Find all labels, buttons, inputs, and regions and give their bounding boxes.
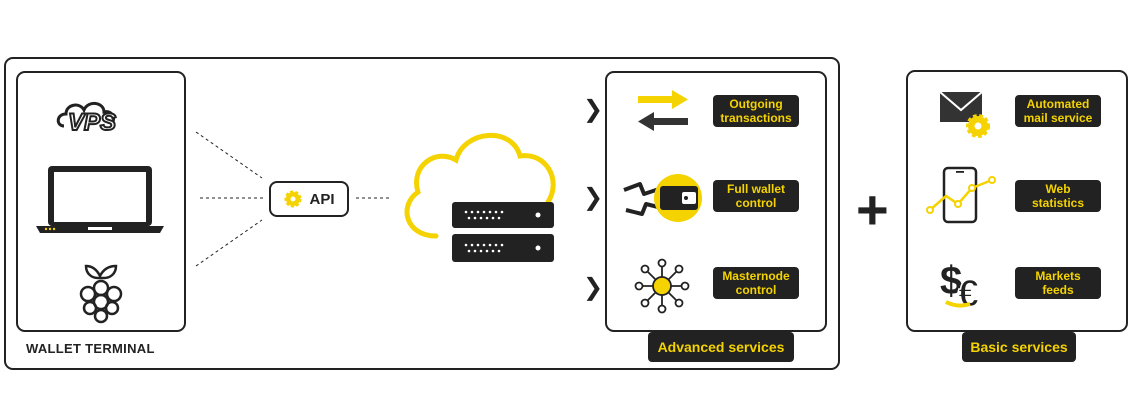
api-label: API: [309, 190, 335, 208]
markets-feeds-label: Markets feeds: [1015, 267, 1101, 299]
api-box: API: [269, 181, 349, 217]
dollar-euro-icon: $ €: [940, 259, 980, 316]
outgoing-transactions-label: Outgoing transactions: [713, 95, 799, 127]
vps-logo-text: VPS: [68, 109, 116, 136]
laptop-icon: [36, 166, 164, 233]
svg-text:€: €: [958, 273, 979, 315]
wrench-wallet-icon: [623, 174, 702, 222]
wallet-terminal-caption: WALLET TERMINAL: [26, 341, 155, 356]
plus-sign: +: [856, 178, 889, 241]
phone-statistics-icon: [926, 166, 996, 224]
svg-text:$: $: [940, 259, 962, 303]
vps-cloud-icon: VPS: [56, 102, 117, 137]
transfer-arrows-icon: [638, 90, 688, 131]
chevron-right-icon: ❯: [583, 183, 604, 211]
automated-mail-service-label: Automated mail service: [1015, 95, 1101, 127]
masternode-network-icon: [634, 258, 690, 314]
masternode-control-label: Masternode control: [713, 267, 799, 299]
chevron-right-icon: ❯: [583, 95, 604, 123]
gear-icon: [284, 190, 302, 208]
basic-services-tag: Basic services: [962, 332, 1076, 362]
chevron-right-icon: ❯: [583, 273, 604, 301]
advanced-services-tag: Advanced services: [648, 332, 794, 362]
mail-gear-icon: [939, 91, 990, 138]
web-statistics-label: Web statistics: [1015, 180, 1101, 212]
cloud-server-icon: [404, 132, 556, 262]
full-wallet-control-label: Full wallet control: [713, 180, 799, 212]
raspberry-pi-icon: [79, 264, 123, 324]
